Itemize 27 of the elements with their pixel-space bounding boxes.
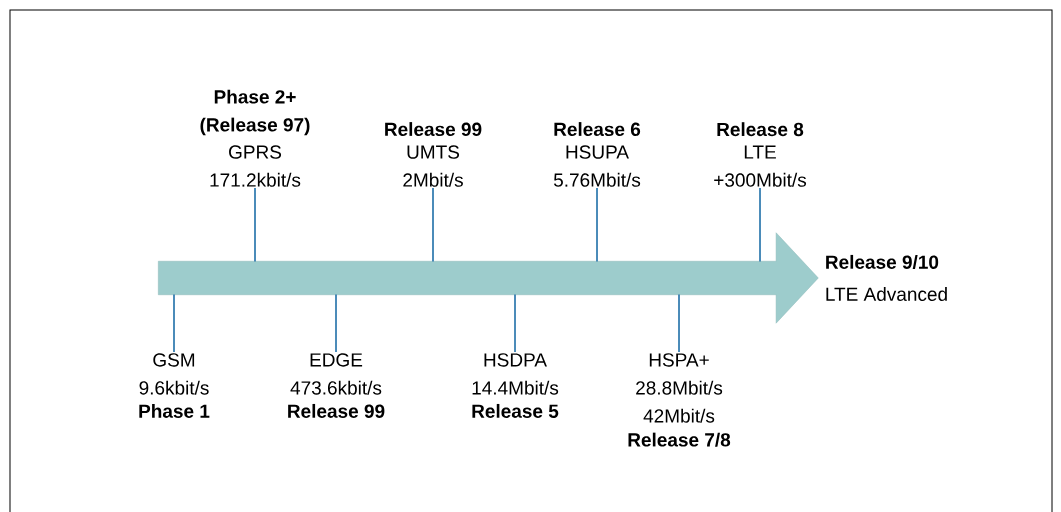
technology-label: GPRS 171.2kbit/s — [210, 145, 301, 187]
release-label: Release 7/8 — [628, 432, 731, 447]
technology-label: HSDPA 14.4Mbit/s — [472, 353, 559, 395]
release-label: Release 99 — [385, 122, 482, 137]
release-label: Phase 2+ (Release 97) — [200, 89, 310, 136]
leader-line — [173, 293, 175, 353]
technology-label: HSPA+ 28.8Mbit/s 42Mbit/s — [636, 353, 723, 423]
technology-label: EDGE 473.6kbit/s — [290, 353, 382, 395]
technology-label: UMTS 2Mbit/s — [403, 145, 463, 187]
leader-line — [254, 187, 256, 263]
technology-label: LTE Advanced — [826, 287, 947, 301]
technology-label: HSUPA 5.76Mbit/s — [553, 145, 641, 187]
leader-line — [759, 187, 761, 263]
technology-label: LTE +300Mbit/s — [714, 145, 807, 187]
leader-line — [596, 187, 598, 263]
release-label: Release 6 — [554, 122, 641, 137]
release-label: Release 5 — [472, 403, 559, 418]
leader-line — [514, 293, 516, 353]
release-label: Release 8 — [717, 122, 804, 137]
release-label: Release 9/10 — [826, 254, 939, 270]
leader-line — [678, 293, 680, 353]
release-label: Phase 1 — [139, 403, 210, 418]
release-label: Release 99 — [288, 403, 385, 418]
leader-line — [335, 293, 337, 353]
timeline-arrow — [158, 232, 819, 324]
leader-line — [432, 187, 434, 263]
technology-label: GSM 9.6kbit/s — [139, 353, 209, 395]
